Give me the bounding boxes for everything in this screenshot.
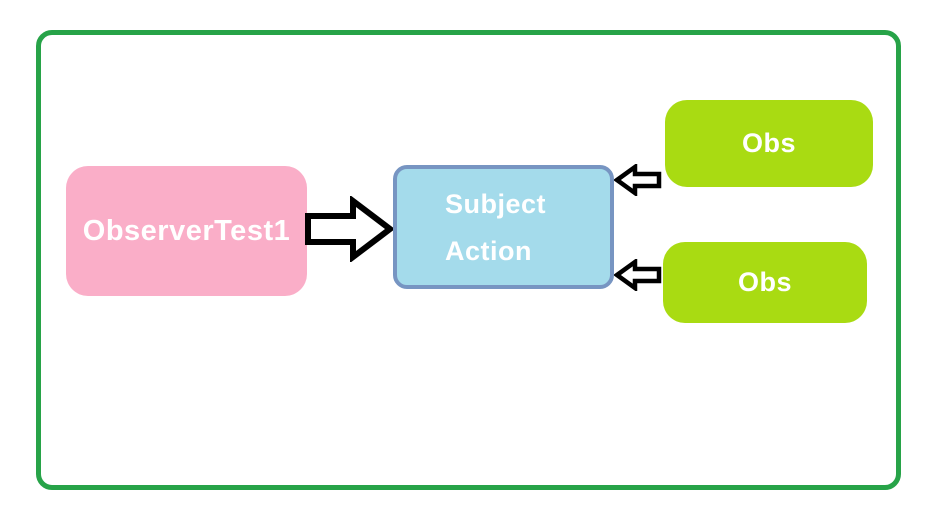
node-subject-line-1: Subject bbox=[445, 188, 547, 219]
block-arrow-right-icon[interactable] bbox=[303, 196, 395, 262]
node-subject-line-2: Action bbox=[445, 235, 532, 266]
node-obs-bottom-label: Obs bbox=[737, 267, 792, 297]
node-observer-label: ObserverTest1 bbox=[82, 214, 291, 247]
block-arrow-left-bottom-icon[interactable] bbox=[614, 259, 662, 291]
node-obs-top[interactable]: Obs bbox=[665, 100, 873, 187]
node-observer[interactable]: ObserverTest1 bbox=[66, 166, 307, 296]
node-subject[interactable]: Subject Action bbox=[393, 165, 614, 289]
diagram-frame bbox=[36, 30, 901, 490]
block-arrow-left-top-icon[interactable] bbox=[614, 164, 662, 196]
node-obs-bottom[interactable]: Obs bbox=[663, 242, 867, 323]
node-obs-top-label: Obs bbox=[741, 128, 796, 158]
